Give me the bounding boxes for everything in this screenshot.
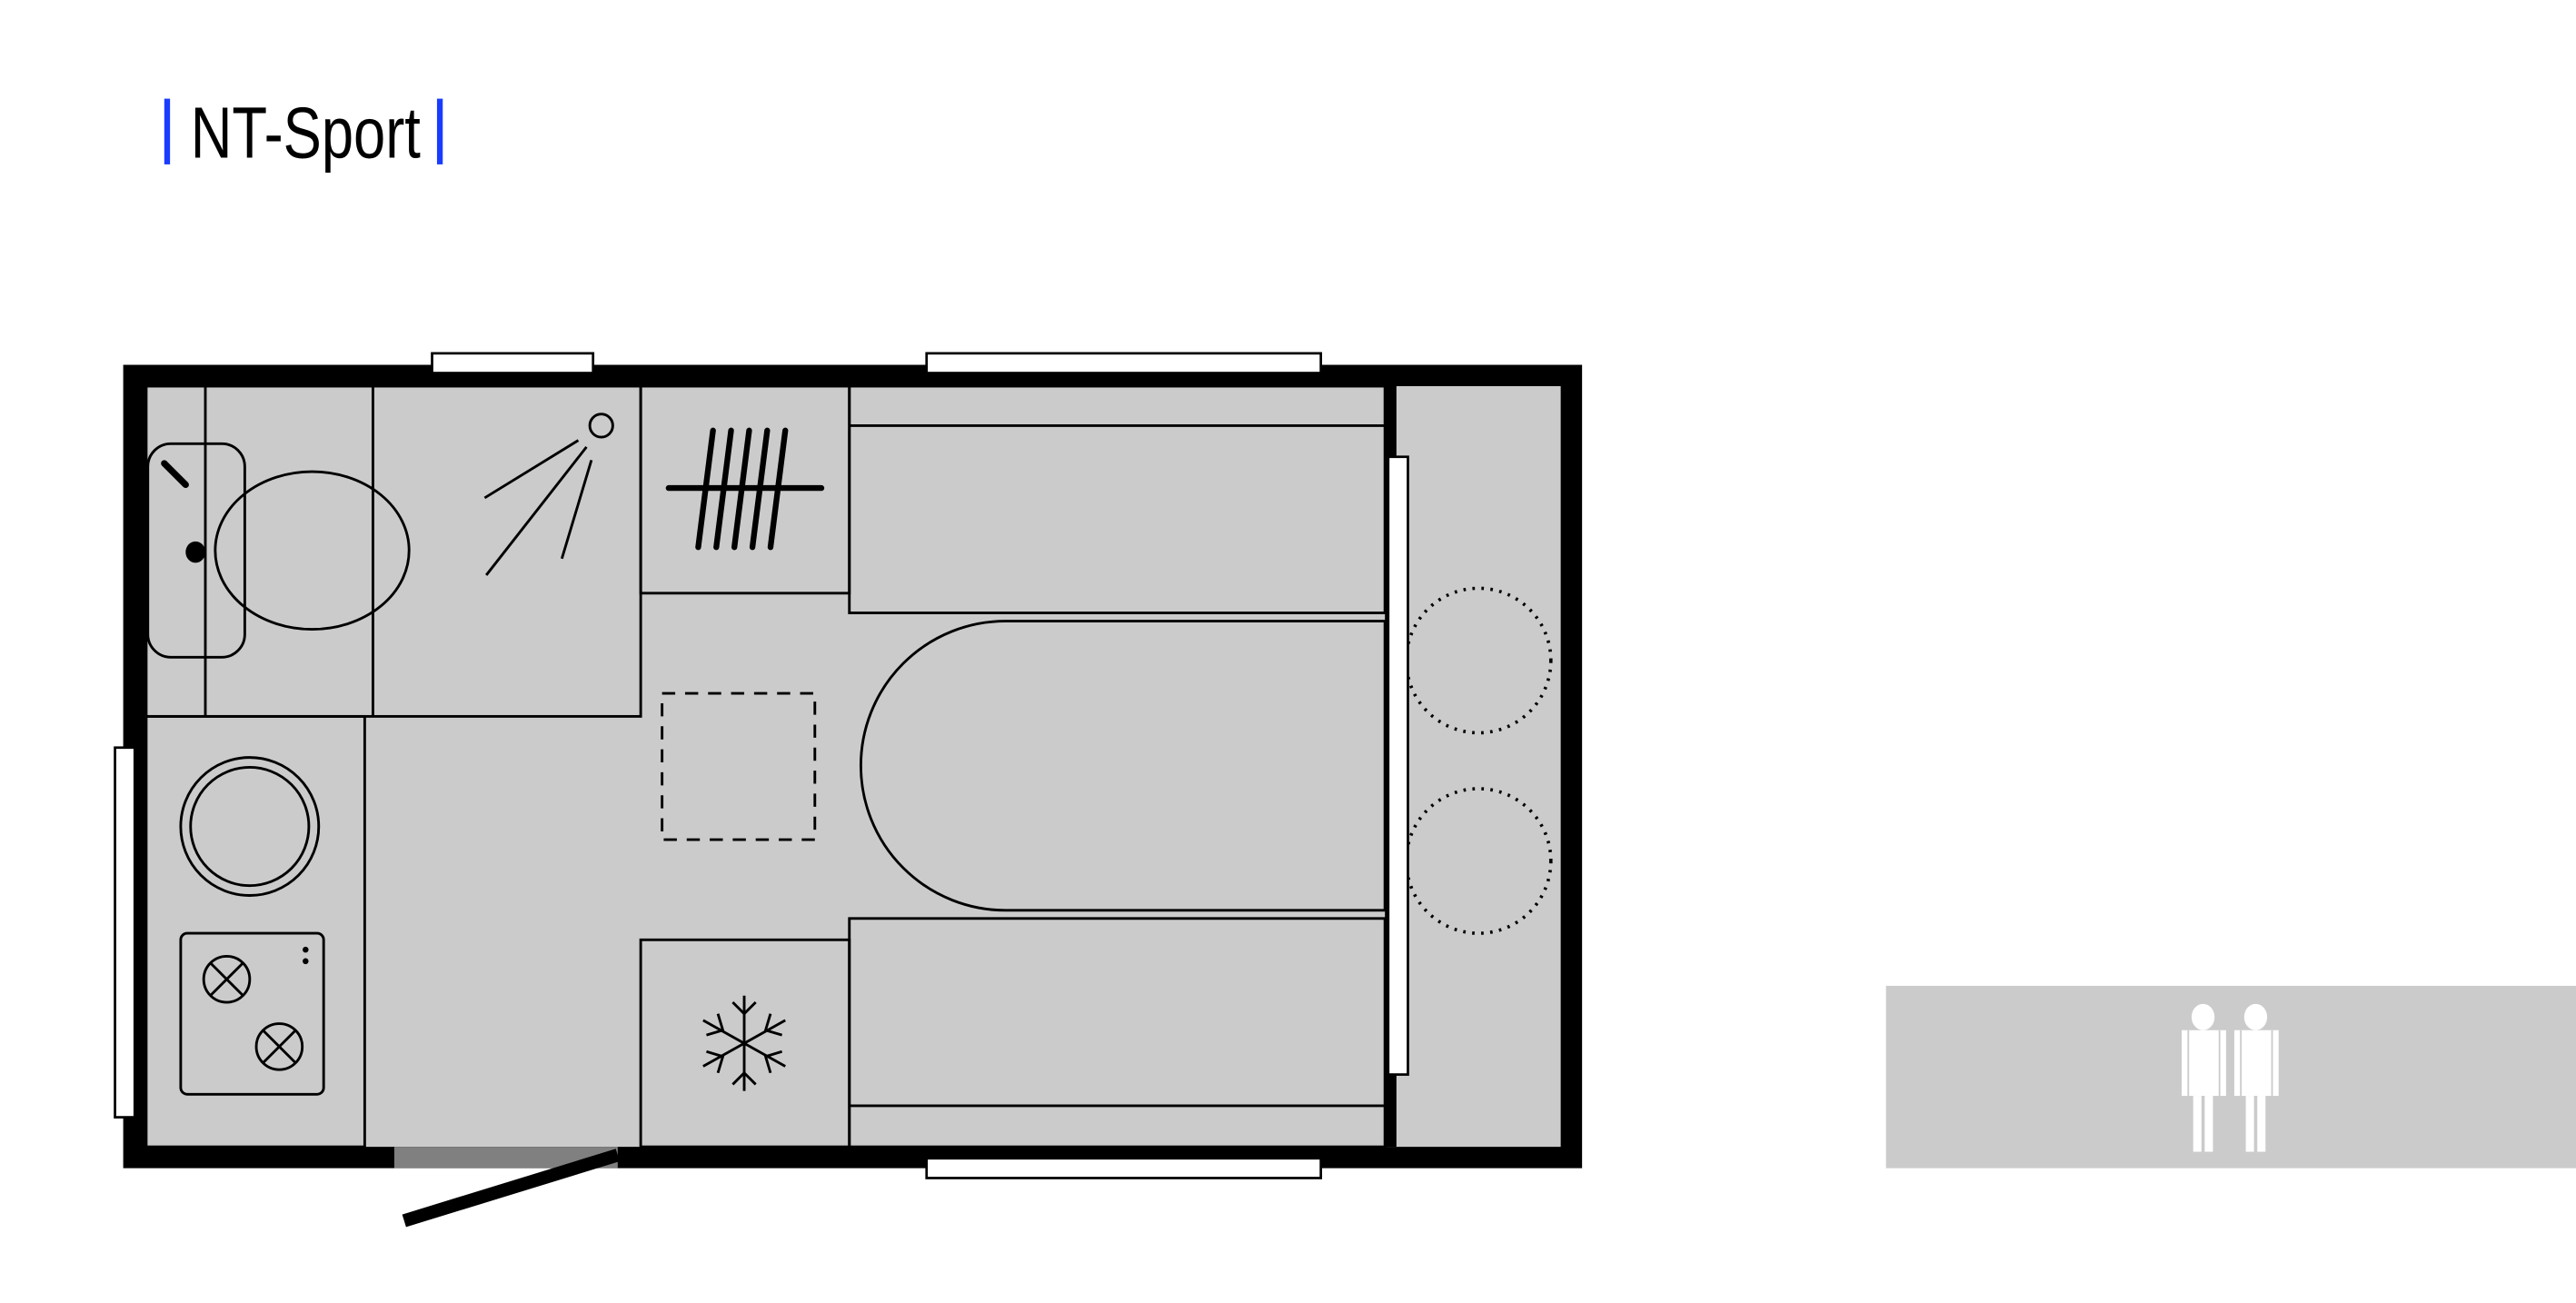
- person-icon: [2233, 1003, 2279, 1152]
- cooktop-icon: [179, 931, 325, 1096]
- sleeping-capacity-panel: [1885, 985, 2576, 1169]
- toilet-icon: [214, 470, 411, 632]
- window-bottom: [925, 1157, 1323, 1179]
- shower-icon: [483, 413, 614, 576]
- model-name: NT-Sport: [191, 93, 421, 174]
- washbasin-icon: [146, 442, 246, 659]
- rear-storage: [1396, 386, 1561, 1148]
- title-bar-left: [164, 98, 171, 164]
- window-left: [114, 746, 136, 1119]
- title-bar-right: [436, 98, 443, 164]
- window-rear: [1387, 455, 1409, 1076]
- hanger-rail-icon: [665, 427, 825, 551]
- bathroom: [144, 384, 642, 718]
- snowflake-icon: [702, 995, 786, 1091]
- window-top-right: [925, 352, 1323, 374]
- person-icon: [2182, 1003, 2226, 1152]
- sink-icon: [179, 756, 321, 897]
- model-title: NT-Sport: [164, 93, 443, 174]
- window-top-left: [431, 352, 595, 374]
- door-opening: [393, 1147, 618, 1169]
- floor-area: [134, 374, 1573, 1159]
- dinette-table: [859, 620, 1387, 912]
- skylight-outline: [661, 691, 817, 841]
- entrance-door: [402, 1149, 620, 1228]
